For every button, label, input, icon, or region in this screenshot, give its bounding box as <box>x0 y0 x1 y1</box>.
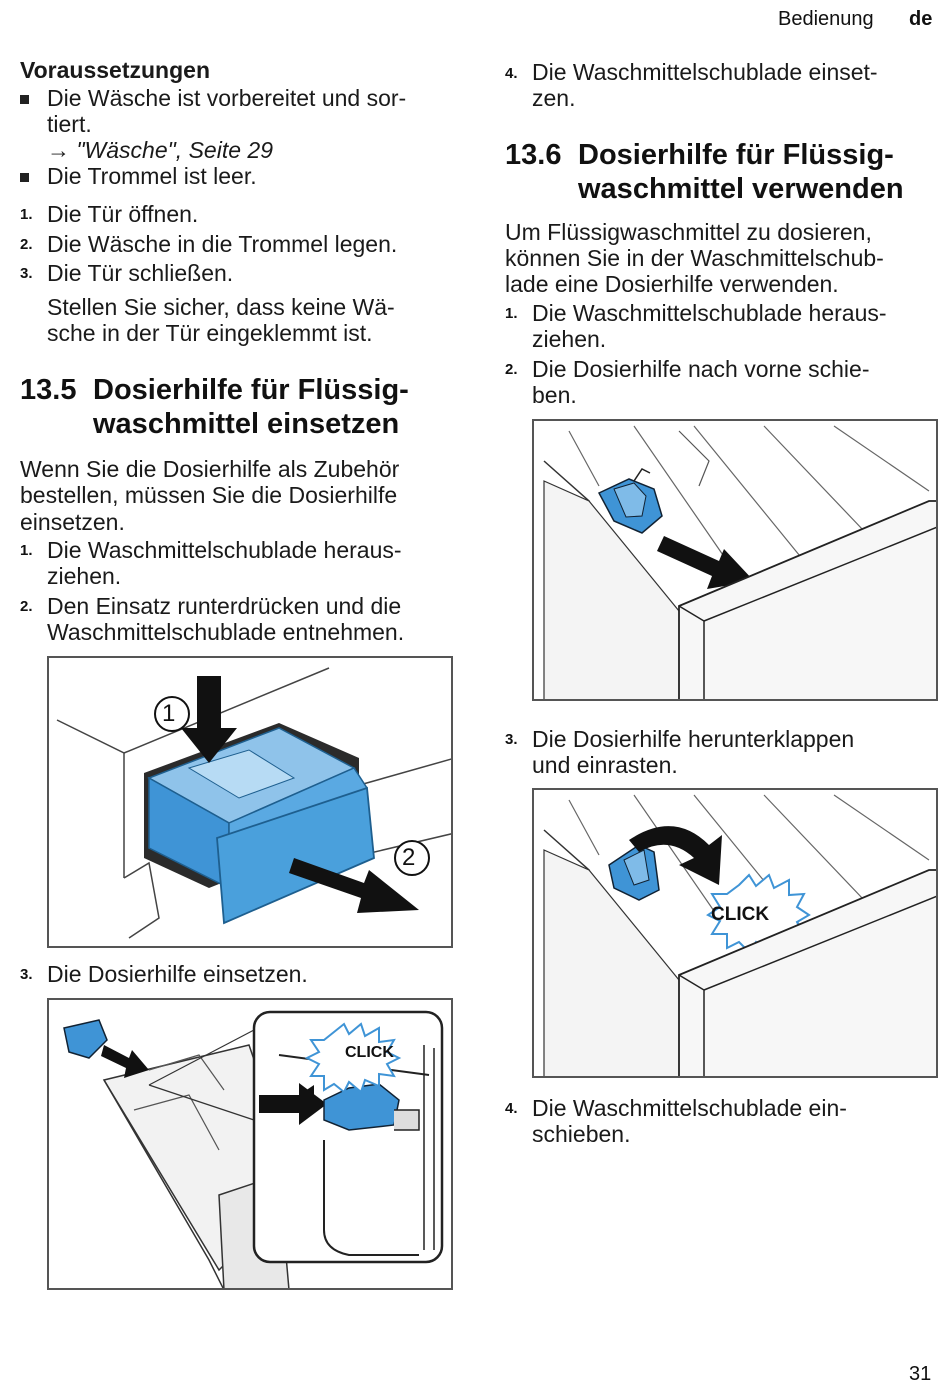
step-number: 4. <box>505 1100 518 1117</box>
intro-line1: Um Flüssigwaschmittel zu dosieren, <box>505 219 872 245</box>
callout-number-2: 2 <box>402 844 416 871</box>
prereq-2: Die Trommel ist leer. <box>47 163 257 189</box>
step-text: Die Waschmittelschublade ein- <box>532 1095 847 1121</box>
step-text: ben. <box>532 382 577 408</box>
intro-line2: bestellen, müssen Sie die Dosierhilfe <box>20 482 398 508</box>
step-text: Die Waschmittelschublade heraus- <box>47 537 402 563</box>
click-label: CLICK <box>345 1044 394 1061</box>
figure-fold-dosing-aid: CLICK <box>532 788 938 1078</box>
section-number: 13.6 <box>505 139 562 171</box>
step-number: 3. <box>20 966 33 983</box>
step-text: schieben. <box>532 1121 631 1147</box>
section-title-line2: waschmittel einsetzen <box>93 408 400 440</box>
prereq-1-line1: Die Wäsche ist vorbereitet und sor- <box>47 85 407 111</box>
figure-push-dosing-aid <box>532 419 938 701</box>
step-text: Die Tür schließen. <box>47 260 234 286</box>
step-text: Die Waschmittelschublade heraus- <box>532 300 887 326</box>
step-text: Die Dosierhilfe einsetzen. <box>47 961 308 987</box>
step-number: 2. <box>20 236 33 253</box>
step-text: und einrasten. <box>532 752 678 778</box>
step-text: ziehen. <box>532 326 607 352</box>
step-text: Die Wäsche in die Trommel legen. <box>47 231 398 257</box>
section-title-line1: Dosierhilfe für Flüssig- <box>578 139 894 171</box>
section-title-line1: Dosierhilfe für Flüssig- <box>93 374 409 406</box>
figure-remove-drawer: 1 2 <box>47 656 453 948</box>
intro-line1: Wenn Sie die Dosierhilfe als Zubehör <box>20 456 400 482</box>
page-number: 31 <box>909 1363 932 1385</box>
step-text: Waschmittelschublade entnehmen. <box>47 619 405 645</box>
step-text: Den Einsatz runterdrücken und die <box>47 593 402 619</box>
intro-line3: lade eine Dosierhilfe verwenden. <box>505 271 839 297</box>
step-note-line1: Stellen Sie sicher, dass keine Wä- <box>47 294 395 320</box>
section-number: 13.5 <box>20 374 77 406</box>
step-text: Die Tür öffnen. <box>47 201 199 227</box>
running-header-lang: de <box>909 8 933 30</box>
prerequisites-title: Voraussetzungen <box>20 57 210 83</box>
step-note-line2: sche in der Tür eingeklemmt ist. <box>47 320 373 346</box>
callout-number-1: 1 <box>162 700 176 727</box>
bullet-icon <box>20 95 29 104</box>
intro-line2: können Sie in der Waschmittelschub- <box>505 245 884 271</box>
click-label: CLICK <box>711 904 770 925</box>
step-number: 1. <box>20 542 33 559</box>
running-header-section: Bedienung <box>778 8 874 30</box>
figure-insert-dosing-aid: CLICK <box>47 998 453 1290</box>
step-text: Die Waschmittelschublade einset- <box>532 59 878 85</box>
intro-line3: einsetzen. <box>20 509 125 535</box>
step-text: Die Dosierhilfe nach vorne schie- <box>532 356 870 382</box>
step-number: 3. <box>505 731 518 748</box>
step-number: 2. <box>20 598 33 615</box>
prereq-1-crossref[interactable]: → "Wäsche", Seite 29 <box>47 137 273 163</box>
step-number: 2. <box>505 361 518 378</box>
step-number: 3. <box>20 265 33 282</box>
step-number: 1. <box>20 206 33 223</box>
section-title-line2: waschmittel verwenden <box>578 173 904 205</box>
step-text: ziehen. <box>47 563 122 589</box>
step-text: zen. <box>532 85 576 111</box>
prereq-1-line2: tiert. <box>47 111 92 137</box>
step-number: 4. <box>505 65 518 82</box>
bullet-icon <box>20 173 29 182</box>
step-number: 1. <box>505 305 518 322</box>
step-text: Die Dosierhilfe herunterklappen <box>532 726 855 752</box>
